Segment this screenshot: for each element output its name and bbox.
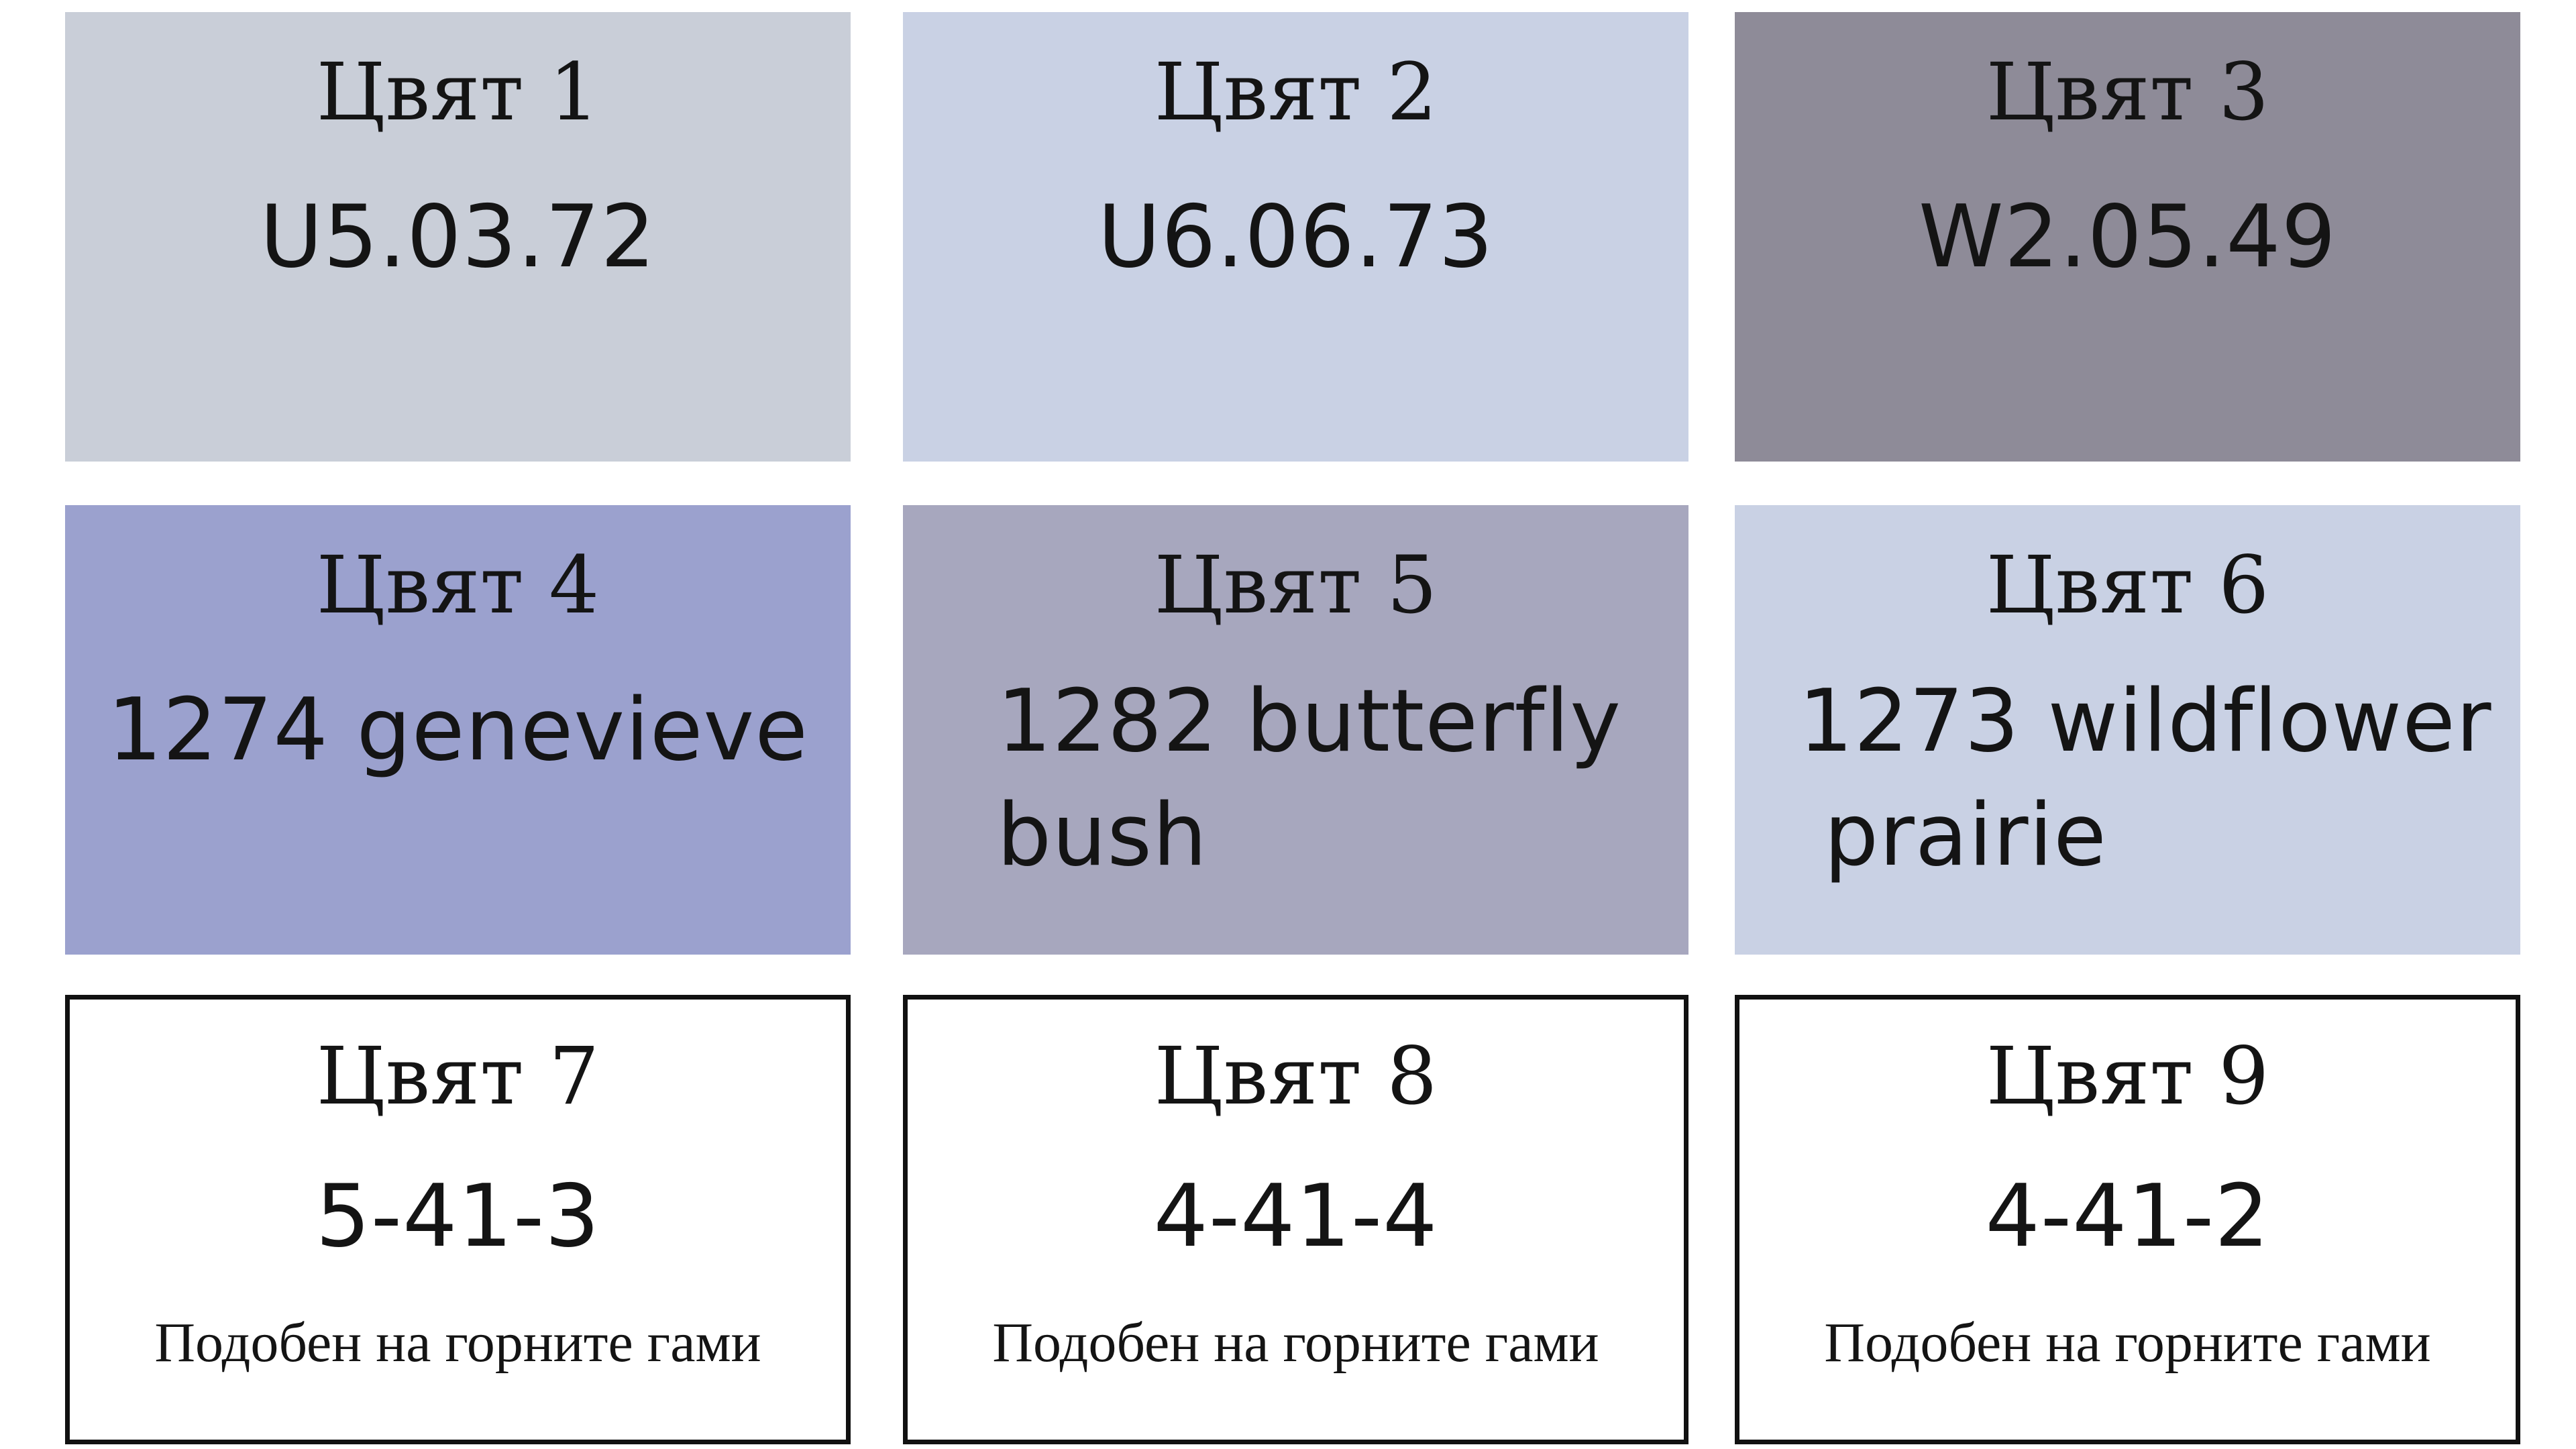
color-card-code: 5-41-3 — [315, 1167, 600, 1267]
color-card-2: Цвят 2 U6.06.73 — [903, 12, 1688, 462]
color-card-code-line-2: bush — [997, 786, 1208, 885]
color-card-note: Подобен на горните гами — [992, 1311, 1599, 1374]
color-card-title: Цвят 5 — [1154, 539, 1438, 631]
color-card-code-line-1: 1282 butterfly — [997, 672, 1621, 771]
color-card-8: Цвят 8 4-41-4 Подобен на горните гами — [903, 995, 1688, 1444]
color-card-code-line-1: 1273 wildflower — [1799, 672, 2492, 771]
color-card-title: Цвят 1 — [316, 46, 600, 138]
color-card-title: Цвят 9 — [1986, 1030, 2269, 1122]
color-card-title: Цвят 8 — [1154, 1030, 1438, 1122]
color-card-code: U6.06.73 — [1097, 187, 1494, 287]
color-card-title: Цвят 6 — [1986, 539, 2269, 631]
color-card-code: U5.03.72 — [260, 187, 656, 287]
color-card-code: W2.05.49 — [1918, 187, 2337, 287]
color-card-code-line-2: prairie — [1824, 786, 2107, 885]
color-card-title: Цвят 2 — [1154, 46, 1438, 138]
color-card-title: Цвят 4 — [316, 539, 600, 631]
color-card-6: Цвят 6 1273 wildflower prairie — [1735, 505, 2520, 955]
color-card-4: Цвят 4 1274 genevieve — [65, 505, 851, 955]
color-card-code: 1274 genevieve — [107, 680, 808, 780]
color-card-title: Цвят 3 — [1986, 46, 2269, 138]
color-card-code: 4-41-4 — [1153, 1167, 1438, 1267]
color-card-7: Цвят 7 5-41-3 Подобен на горните гами — [65, 995, 851, 1444]
color-card-title: Цвят 7 — [316, 1030, 600, 1122]
color-card-3: Цвят 3 W2.05.49 — [1735, 12, 2520, 462]
color-card-5: Цвят 5 1282 butterfly bush — [903, 505, 1688, 955]
color-card-code: 4-41-2 — [1985, 1167, 2270, 1267]
color-card-9: Цвят 9 4-41-2 Подобен на горните гами — [1735, 995, 2520, 1444]
color-card-code: 1282 butterfly bush — [997, 665, 1675, 893]
color-card-1: Цвят 1 U5.03.72 — [65, 12, 851, 462]
color-card-note: Подобен на горните гами — [1824, 1311, 2431, 1374]
color-card-code: 1273 wildflower prairie — [1799, 665, 2507, 893]
color-card-note: Подобен на горните гами — [154, 1311, 761, 1374]
